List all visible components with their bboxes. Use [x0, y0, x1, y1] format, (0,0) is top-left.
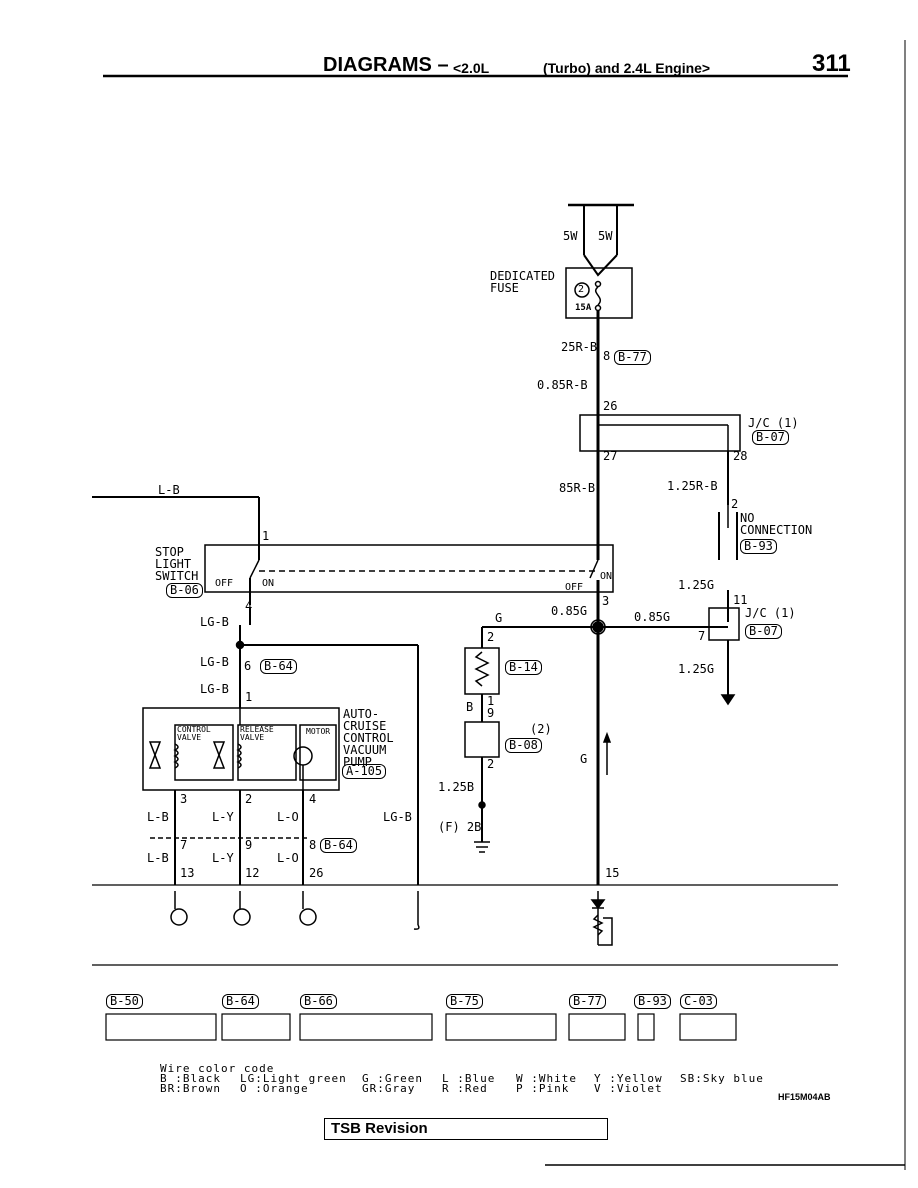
fuse-number: 2	[578, 284, 585, 295]
conn-b75[interactable]: B-75	[446, 994, 483, 1009]
wire-lo-1: L-O	[277, 810, 299, 824]
tsb-revision-box: TSB Revision	[324, 1118, 608, 1140]
wire-lgb-3: LG-B	[200, 682, 229, 696]
pin-9: 9	[245, 838, 253, 852]
conn-b77[interactable]: B-77	[569, 994, 606, 1009]
wire-25rb: 25R-B	[561, 340, 598, 354]
pin-2-diode: 2	[487, 757, 495, 771]
page-title: DIAGRAMS –	[323, 54, 449, 76]
switch-off-left: OFF	[215, 578, 234, 589]
pin-8-b64: 8	[309, 838, 317, 852]
ref-b06[interactable]: B-06	[166, 583, 203, 598]
conn-b64[interactable]: B-64	[222, 994, 259, 1009]
conn-b50[interactable]: B-50	[106, 994, 143, 1009]
wire-color-legend-title: Wire color code	[160, 1062, 275, 1075]
switch-off-right: OFF	[565, 582, 584, 593]
pin-11: 11	[733, 593, 748, 607]
wire-lb-1: L-B	[147, 810, 169, 824]
b08-number: (2)	[530, 722, 552, 736]
pin-7-jc: 7	[698, 629, 706, 643]
wire-lgb-right: LG-B	[383, 810, 412, 824]
control-valve-label: CONTROL VALVE	[177, 725, 211, 742]
ref-a105[interactable]: A-105	[342, 764, 387, 779]
pin-12: 12	[245, 866, 260, 880]
pin-6: 6	[244, 659, 252, 673]
pin-4-pump: 4	[309, 792, 317, 806]
pin-9-res: 9	[487, 706, 495, 720]
pin-26-b: 26	[309, 866, 324, 880]
wire-lgb-2: LG-B	[200, 655, 229, 669]
wire-085rb: 0.85R-B	[537, 378, 588, 392]
wire-085g-a: 0.85G	[551, 604, 588, 618]
wire-lo-2: L-O	[277, 851, 299, 865]
switch-on-left: ON	[262, 578, 275, 589]
wire-f2b: (F) 2B	[438, 820, 482, 834]
wire-ly-1: L-Y	[212, 810, 234, 824]
pin-2-nc: 2	[731, 497, 739, 511]
fuse-rating: 15A	[575, 303, 592, 313]
ref-b07a[interactable]: B-07	[752, 430, 789, 445]
pin-26: 26	[603, 399, 618, 413]
ref-b93[interactable]: B-93	[740, 539, 777, 554]
engine-label-a: <2.0L	[453, 60, 490, 76]
wire-125rb: 1.25R-B	[667, 479, 718, 493]
ref-b08[interactable]: B-08	[505, 738, 542, 753]
wire-g-vert: G	[580, 752, 588, 766]
conn-c03[interactable]: C-03	[680, 994, 717, 1009]
switch-on-right: ON	[600, 571, 613, 582]
fuse-wire-left: 5W	[563, 229, 578, 243]
wire-125b: 1.25B	[438, 780, 475, 794]
wire-125g-a: 1.25G	[678, 578, 715, 592]
pin-15: 15	[605, 866, 620, 880]
wire-b: B	[466, 700, 474, 714]
pin-3-pump: 3	[180, 792, 188, 806]
ref-b14[interactable]: B-14	[505, 660, 542, 675]
wire-085g-b: 0.85G	[634, 610, 671, 624]
fuse-wire-right: 5W	[598, 229, 613, 243]
wire-g: G	[495, 611, 503, 625]
pin-27: 27	[603, 449, 618, 463]
pin-4-sw: 4	[245, 599, 253, 613]
wire-ly-2: L-Y	[212, 851, 234, 865]
conn-b93[interactable]: B-93	[634, 994, 671, 1009]
release-valve-label: RELEASE VALVE	[240, 725, 274, 742]
pin-1-res: 1	[487, 694, 495, 708]
pin-3-sw: 3	[602, 594, 610, 608]
pin-7: 7	[180, 838, 188, 852]
ref-b77[interactable]: B-77	[614, 350, 651, 365]
ref-b64[interactable]: B-64	[260, 659, 297, 674]
pin-2-res: 2	[487, 630, 495, 644]
ref-b64b[interactable]: B-64	[320, 838, 357, 853]
page-number: 311	[812, 50, 851, 77]
engine-label-b: (Turbo) and 2.4L Engine>	[543, 60, 711, 76]
conn-b66[interactable]: B-66	[300, 994, 337, 1009]
wire-lgb-1: LG-B	[200, 615, 229, 629]
wire-lb-2: L-B	[147, 851, 169, 865]
pin-2-pump: 2	[245, 792, 253, 806]
wire-85rb: 85R-B	[559, 481, 596, 495]
jc1-top-label: J/C (1)	[748, 416, 799, 430]
jc1-mid-label: J/C (1)	[745, 606, 796, 620]
wire-lb-top: L-B	[158, 483, 180, 497]
pin-1-sw: 1	[262, 529, 270, 543]
pin-8: 8	[603, 349, 611, 363]
diagram-code: HF15M04AB	[778, 1092, 831, 1102]
pin-1-pump: 1	[245, 690, 253, 704]
pin-13: 13	[180, 866, 195, 880]
ref-b07b[interactable]: B-07	[745, 624, 782, 639]
pin-28: 28	[733, 449, 748, 463]
motor-label: MOTOR	[306, 727, 331, 736]
wire-125g-b: 1.25G	[678, 662, 715, 676]
